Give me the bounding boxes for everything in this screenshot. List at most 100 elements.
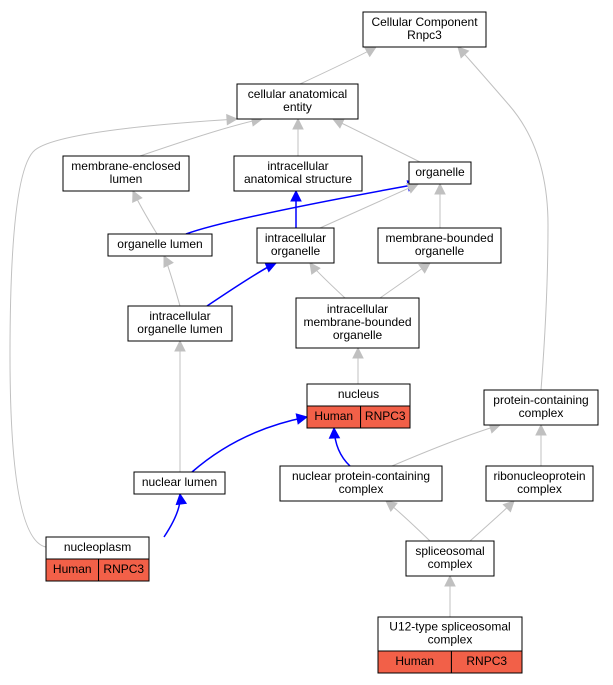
edge-io-to-ias xyxy=(290,189,302,228)
node-label-line: membrane-enclosed xyxy=(71,159,180,173)
arrowhead xyxy=(352,346,364,359)
node-label-line: cellular anatomical xyxy=(248,87,347,101)
node-label-line: entity xyxy=(283,100,312,114)
node-label-line: intracellular xyxy=(267,159,328,173)
edge-iol-to-io xyxy=(206,261,278,307)
gene-cell xyxy=(98,558,150,582)
edge-imbo-to-mbo xyxy=(379,262,431,299)
edge-sc-to-npcc xyxy=(385,500,431,542)
edge-imbo-to-io xyxy=(309,262,346,299)
edge-rnp-to-pcc xyxy=(535,423,547,466)
node-box xyxy=(377,616,523,652)
node-label-line: membrane-bounded xyxy=(303,315,411,329)
node-box xyxy=(127,305,233,342)
node-label-line: intracellular xyxy=(149,309,210,323)
node-label-line: protein-containing xyxy=(493,393,588,407)
node-box xyxy=(405,540,495,577)
gene-cell xyxy=(360,405,411,429)
node-box xyxy=(62,155,190,192)
node-box xyxy=(295,297,420,349)
edge-sc-to-rnp xyxy=(469,500,515,542)
organism-label: Human xyxy=(395,654,434,668)
arrowhead xyxy=(292,117,304,130)
edge-line xyxy=(185,183,419,235)
arrowhead xyxy=(418,262,431,274)
node-box xyxy=(236,83,359,120)
arrowhead xyxy=(535,423,547,436)
organism-label: Human xyxy=(314,409,353,423)
arrowhead xyxy=(290,189,302,202)
edge-ol-to-mel xyxy=(132,189,158,235)
node-label-line: nucleoplasm xyxy=(64,540,131,554)
node-box xyxy=(362,11,487,48)
node-label-line: complex xyxy=(517,482,562,496)
edges-layer xyxy=(9,46,549,617)
node-label-line: spliceosomal xyxy=(415,544,484,558)
edge-nl-to-nuc xyxy=(191,413,309,473)
node-label-line: ribonucleoprotein xyxy=(493,469,585,483)
node-ol[interactable]: organelle lumen xyxy=(107,233,213,257)
arrowhead xyxy=(457,46,470,59)
node-label-line: organelle xyxy=(415,165,465,179)
node-label-line: complex xyxy=(519,406,564,420)
node-label-line: nuclear protein-containing xyxy=(292,469,430,483)
arrowhead xyxy=(163,255,174,268)
edge-cae-to-cc xyxy=(299,46,377,85)
node-org[interactable]: organelle xyxy=(408,161,472,185)
organism-label: Human xyxy=(53,562,92,576)
arrowhead xyxy=(175,492,188,506)
arrowhead xyxy=(434,182,446,195)
node-label-line: lumen xyxy=(110,172,143,186)
arrowhead xyxy=(226,113,239,126)
arrowhead xyxy=(406,182,420,194)
node-label-line: organelle xyxy=(415,244,465,258)
edge-line xyxy=(191,416,308,473)
edge-line xyxy=(299,46,377,85)
node-label-line: nuclear lumen xyxy=(142,475,217,489)
node-label-line: intracellular xyxy=(265,231,326,245)
arrowhead xyxy=(309,262,321,275)
node-box xyxy=(485,465,594,502)
node-label-line: complex xyxy=(339,482,384,496)
edge-npcc-to-pcc xyxy=(391,422,502,467)
edge-u12-to-sc xyxy=(444,574,456,617)
edge-iol-to-ol xyxy=(163,255,181,307)
node-box xyxy=(133,471,226,495)
edge-nl-to-iol xyxy=(174,339,186,472)
gene-cell xyxy=(450,650,523,674)
edge-nuc-to-imbo xyxy=(352,346,364,384)
arrowhead xyxy=(174,339,186,352)
arrowhead xyxy=(331,118,345,129)
node-label-line: organelle lumen xyxy=(137,322,222,336)
arrowhead xyxy=(502,500,515,513)
node-box xyxy=(107,233,213,257)
node-label-line: complex xyxy=(428,633,473,647)
arrowhead xyxy=(328,426,341,439)
node-box xyxy=(377,227,502,264)
node-label-line: complex xyxy=(428,557,473,571)
gene-label: RNPC3 xyxy=(466,654,507,668)
node-label-line: organelle lumen xyxy=(117,237,202,251)
node-nl[interactable]: nuclear lumen xyxy=(133,471,226,495)
node-label-line: Rnpc3 xyxy=(407,28,442,42)
arrowhead xyxy=(132,189,143,203)
gene-label: RNPC3 xyxy=(103,562,144,576)
edge-line xyxy=(391,424,501,467)
node-box xyxy=(233,155,363,192)
